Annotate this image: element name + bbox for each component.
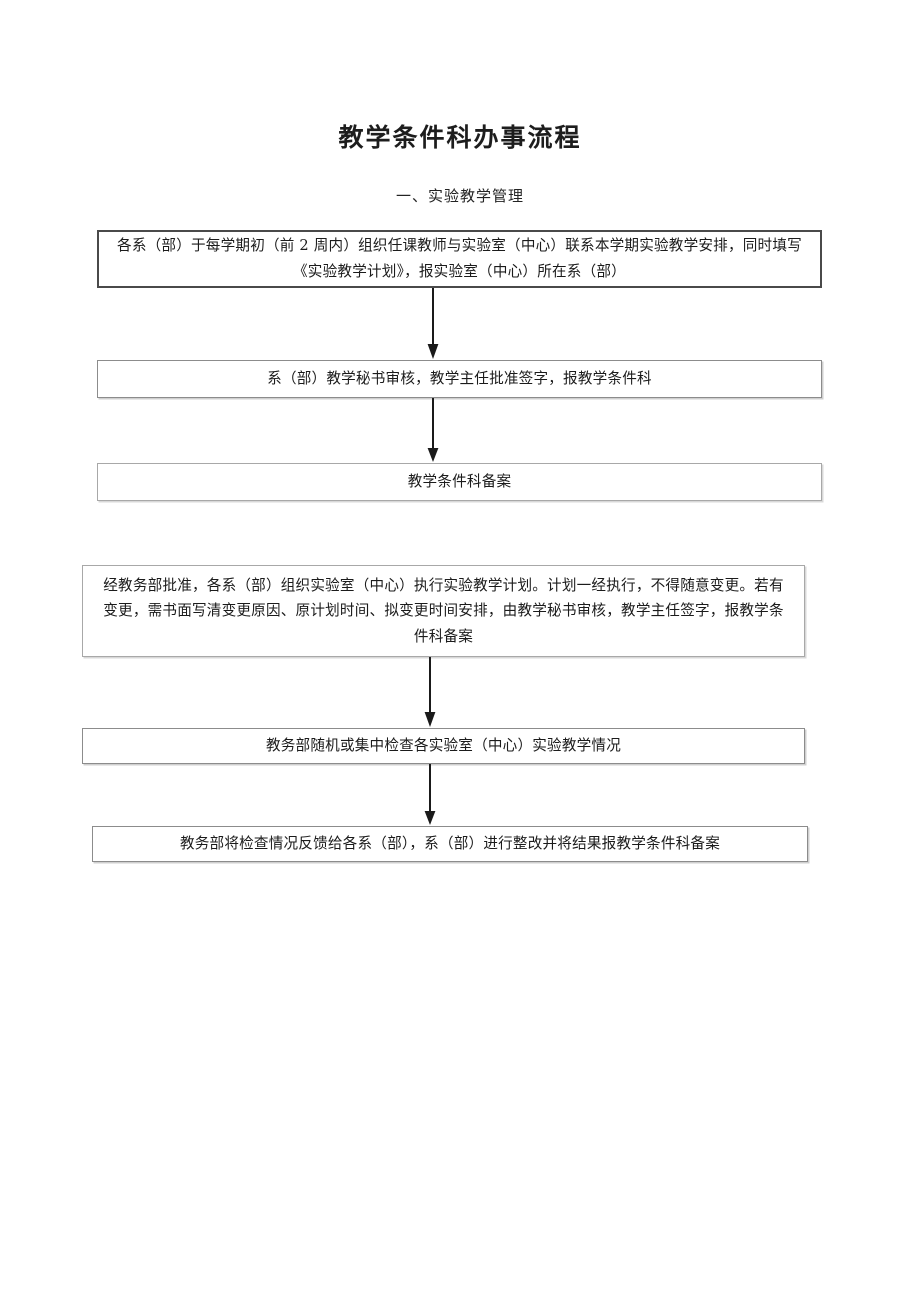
flow-connector-4-arrow-down-icon bbox=[422, 764, 438, 826]
page-title: 教学条件科办事流程 bbox=[338, 123, 582, 152]
flow-connector-2-arrow-down-icon bbox=[425, 398, 441, 463]
flow-node-3-label: 教学条件科备案 bbox=[407, 473, 512, 491]
flow-node-2: 系（部）教学秘书审核，教学主任批准签字，报教学条件科 bbox=[97, 360, 822, 398]
flow-connector-3-arrow-down-icon bbox=[422, 657, 438, 728]
flow-node-4: 经教务部批准，各系（部）组织实验室（中心）执行实验教学计划。计划一经执行，不得随… bbox=[82, 565, 805, 657]
flow-node-5-label: 教务部随机或集中检查各实验室（中心）实验教学情况 bbox=[265, 737, 622, 755]
flow-node-1: 各系（部）于每学期初（前 2 周内）组织任课教师与实验室（中心）联系本学期实验教… bbox=[97, 230, 822, 288]
flow-node-3: 教学条件科备案 bbox=[97, 463, 822, 501]
flow-node-6: 教务部将检查情况反馈给各系（部），系（部）进行整改并将结果报教学条件科备案 bbox=[92, 826, 808, 862]
flow-node-1-label: 各系（部）于每学期初（前 2 周内）组织任课教师与实验室（中心）联系本学期实验教… bbox=[117, 237, 802, 280]
flow-node-5: 教务部随机或集中检查各实验室（中心）实验教学情况 bbox=[82, 728, 805, 764]
flow-node-4-label: 经教务部批准，各系（部）组织实验室（中心）执行实验教学计划。计划一经执行，不得随… bbox=[103, 576, 784, 645]
section-heading: 一、实验教学管理 bbox=[395, 187, 524, 205]
flow-connector-1-arrow-down-icon bbox=[425, 288, 441, 360]
flow-node-2-label: 系（部）教学秘书审核，教学主任批准签字，报教学条件科 bbox=[267, 370, 652, 388]
flow-node-6-label: 教务部将检查情况反馈给各系（部），系（部）进行整改并将结果报教学条件科备案 bbox=[179, 835, 721, 853]
